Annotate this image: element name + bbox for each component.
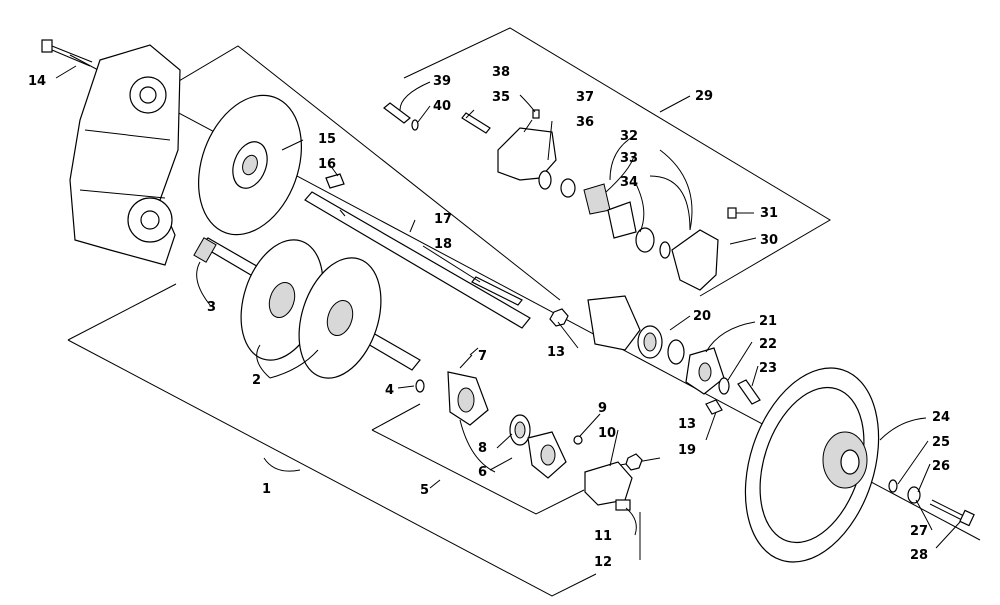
bolt-39 [383,102,411,124]
callout-8: 8 [478,441,487,456]
callout-25: 25 [932,435,950,450]
callout-labels: 1 2 3 4 5 6 7 8 9 10 11 12 13 13 14 15 1… [28,65,950,570]
callout-28: 28 [910,548,928,563]
upper-shaft [304,191,531,329]
bolt-14 [41,39,93,67]
callout-36: 36 [576,115,594,130]
callout-11: 11 [594,529,612,544]
brake-disc [198,94,302,236]
callout-20: 20 [693,309,711,324]
callout-7: 7 [478,349,487,364]
callout-35: 35 [492,90,510,105]
bolt-28 [929,499,975,527]
nut-13-lower [625,453,643,471]
brake-caliper [383,102,737,291]
callout-39: 39 [433,74,451,89]
callout-14: 14 [28,74,46,89]
sleeve-23 [737,379,761,405]
key-16 [325,173,345,189]
callout-17: 17 [434,212,452,227]
callout-23: 23 [759,361,777,376]
callout-27: 27 [910,524,928,539]
drive-sprocket-right [298,257,382,379]
callout-30: 30 [760,233,778,248]
callout-16: 16 [318,157,336,172]
callout-4: 4 [385,383,394,398]
callout-6: 6 [478,465,487,480]
callout-40: 40 [433,99,451,114]
callout-37: 37 [576,90,594,105]
callout-12: 12 [594,555,612,570]
callout-13-lower: 13 [678,417,696,432]
callout-31: 31 [760,206,778,221]
callout-24: 24 [932,410,950,425]
callout-18: 18 [434,237,452,252]
bearing-flange-lower [447,371,567,479]
bolt-19 [705,399,723,415]
callout-29: 29 [695,89,713,104]
driven-pulley [744,367,880,563]
speed-sensor [573,435,661,511]
callout-9: 9 [598,401,607,416]
callout-26: 26 [932,459,950,474]
callout-10: 10 [598,426,616,441]
callout-21: 21 [759,314,777,329]
callout-38: 38 [492,65,510,80]
nut-13-upper [549,308,569,327]
callout-22: 22 [759,337,777,352]
pin-4 [415,379,425,393]
callout-19: 19 [678,443,696,458]
washer-25 [888,479,898,493]
washer-26 [907,486,921,504]
callout-5: 5 [420,483,429,498]
callout-32: 32 [620,129,638,144]
leader-lines [55,65,961,560]
callout-13-upper: 13 [547,345,565,360]
bearing-housing-upper [587,295,725,395]
callout-3: 3 [207,300,216,315]
callout-33: 33 [620,151,638,166]
callout-1: 1 [262,482,271,497]
callout-34: 34 [620,175,638,190]
callout-2: 2 [252,373,261,388]
group-frames [67,27,831,597]
chaincase-housing [69,44,181,266]
washer-22 [718,377,730,395]
callout-15: 15 [318,132,336,147]
